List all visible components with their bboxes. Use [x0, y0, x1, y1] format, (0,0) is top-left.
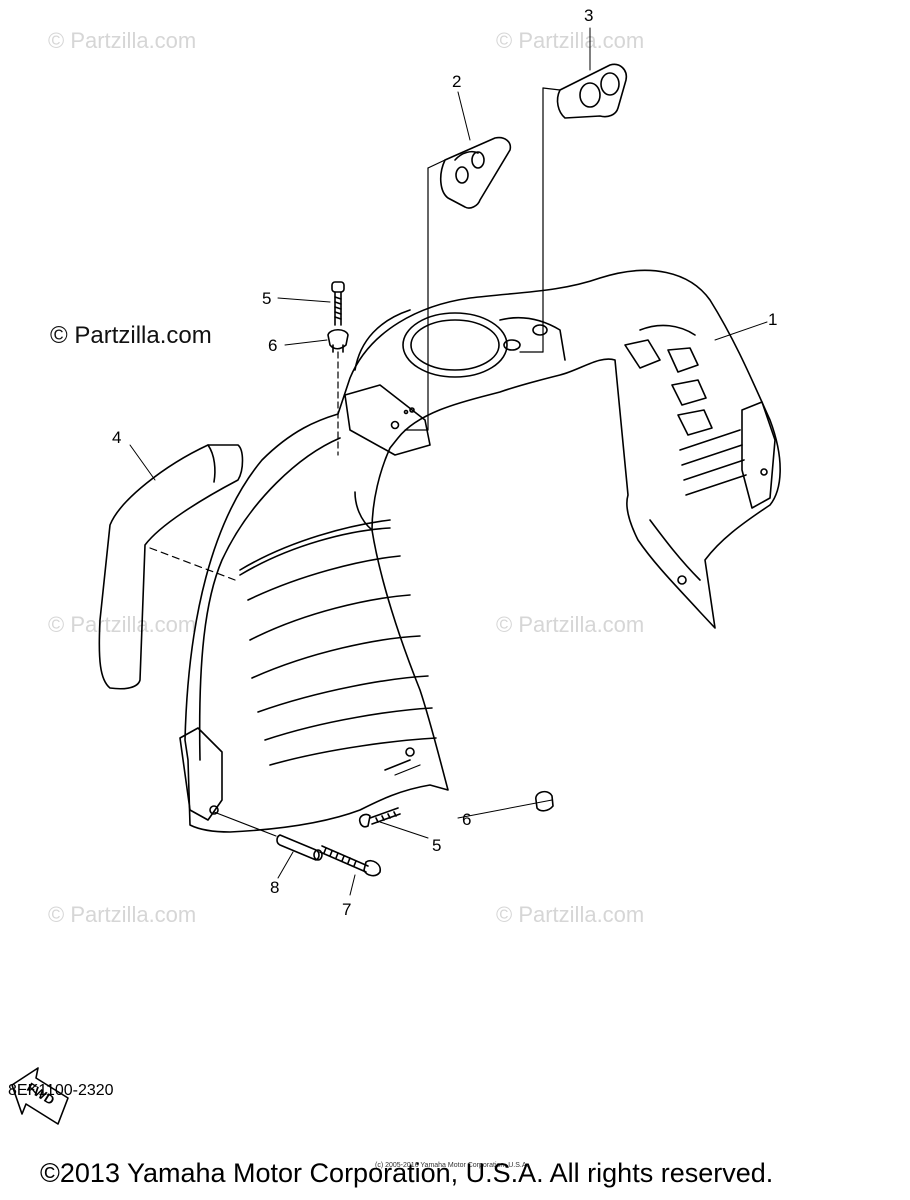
watermark: © Partzilla.com	[496, 612, 645, 637]
callout-5-lower: 5	[432, 836, 442, 855]
fwd-arrow-icon	[11, 1067, 69, 1125]
watermark: © Partzilla.com	[48, 902, 197, 927]
fine-print: (c) 2005-2016 Yamaha Motor Corporation, …	[375, 1162, 529, 1169]
shroud-part-1	[179, 269, 781, 833]
diagram-code: 8EK1100-2320	[8, 1082, 114, 1099]
callout-5-upper: 5	[262, 289, 272, 308]
screw-part-5-lower	[358, 807, 401, 828]
watermark: © Partzilla.com	[48, 612, 197, 637]
callout-3: 1	[768, 310, 778, 329]
grommet-part-6-lower	[535, 790, 554, 812]
callout-8: 8	[270, 878, 280, 897]
screw-part-5-upper	[331, 281, 345, 326]
pad-part-4	[98, 444, 244, 690]
grommet-part-6-upper	[327, 328, 349, 353]
callout-7: 7	[342, 900, 352, 919]
callout-4: 4	[112, 428, 122, 447]
collar-part-8	[276, 834, 323, 861]
plate-part-3	[556, 63, 628, 119]
copyright: ©2013 Yamaha Motor Corporation, U.S.A. A…	[40, 1158, 774, 1188]
fwd-label-wrap: FWD	[24, 1079, 57, 1107]
watermark-dark: © Partzilla.com	[50, 322, 212, 349]
callout-6-upper: 6	[268, 336, 278, 355]
leader-lines	[129, 27, 768, 896]
callout-2: 2	[452, 72, 462, 91]
watermark: © Partzilla.com	[496, 902, 645, 927]
watermark: © Partzilla.com	[48, 28, 197, 53]
bolt-part-7	[319, 845, 382, 877]
plate-part-2	[439, 136, 512, 209]
callout-1: 3	[584, 6, 594, 25]
callout-6-lower: 6	[462, 810, 472, 829]
watermark: © Partzilla.com	[496, 28, 645, 53]
assembly-lines	[149, 87, 561, 837]
